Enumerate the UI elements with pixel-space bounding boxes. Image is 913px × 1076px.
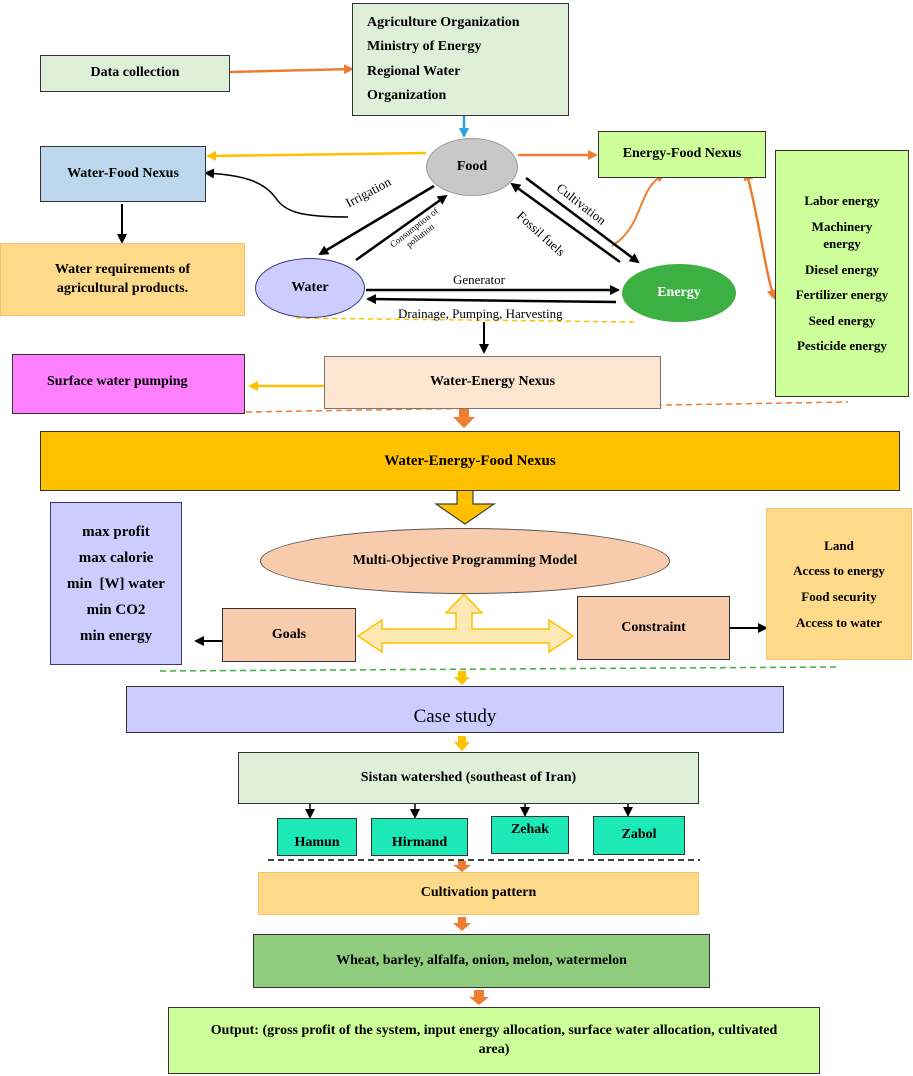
arrow-data-to-orgs	[229, 64, 354, 75]
cultivation-pattern-label: Cultivation pattern	[420, 885, 537, 901]
arrow-irrigation-to-wf	[204, 168, 349, 218]
data-collection-box: Data collection	[40, 55, 230, 92]
region-hamun: Hamun	[277, 818, 357, 856]
region-zabol: Zabol	[593, 816, 685, 855]
region-zehak: Zehak	[491, 816, 569, 854]
surface-water-pumping-label: Surface water pumping	[47, 374, 188, 389]
arrow-energy-to-water	[366, 294, 617, 305]
region-hirmand: Hirmand	[371, 818, 468, 856]
region-label: Hirmand	[391, 835, 448, 851]
water-energy-nexus-label: Water-Energy Nexus	[429, 374, 556, 390]
water-label: Water	[291, 280, 329, 295]
goals-box: Goals	[222, 608, 356, 662]
arrow-food-to-water	[318, 184, 435, 256]
energy-item: Labor energy	[804, 193, 880, 209]
water-food-nexus-box: Water-Food Nexus	[40, 146, 206, 202]
arrow-food-to-energy	[525, 177, 640, 264]
constraint-label: Constraint	[621, 619, 686, 635]
food-node: Food	[426, 138, 518, 196]
energy-item: Diesel energy	[804, 261, 879, 277]
org-item: Agriculture Organization	[367, 14, 520, 30]
constraint-item: Access to energy	[793, 563, 885, 579]
small-arrow-to-output	[469, 990, 489, 1005]
dashed-separator-green	[159, 666, 841, 672]
region-label: Zehak	[510, 822, 550, 837]
goal-item: max calorie	[78, 549, 154, 566]
block-arrow-to-wef	[453, 404, 475, 428]
org-item: Organization	[367, 88, 447, 103]
water-energy-nexus-box: Water-Energy Nexus	[324, 356, 661, 409]
crops-box: Wheat, barley, alfalfa, onion, melon, wa…	[253, 934, 710, 988]
arrow-energy-to-food	[510, 182, 621, 264]
wef-nexus-box: Water-Energy-Food Nexus	[40, 431, 900, 491]
goal-items-box: max profit max calorie min [W] water min…	[50, 502, 182, 665]
model-title: Multi-Objective Programming Model	[352, 553, 578, 568]
block-arrow-wef-to-model	[434, 489, 496, 525]
goal-item: min CO2	[86, 601, 146, 618]
constraint-item: Food security	[801, 589, 877, 604]
energy-item: Seed energy	[808, 312, 876, 328]
energy-node: Energy	[622, 264, 736, 322]
goal-item: min energy	[79, 627, 153, 644]
energy-food-nexus-box: Energy-Food Nexus	[598, 131, 766, 178]
region-label: Zabol	[621, 827, 657, 843]
crops-label: Wheat, barley, alfalfa, onion, melon, wa…	[336, 952, 627, 968]
watershed-label: Sistan watershed (southeast of Iran)	[360, 769, 577, 785]
constraint-item: Access to water	[796, 614, 882, 630]
constraint-item: Land	[824, 537, 854, 553]
case-study-box: Case study	[126, 686, 784, 733]
constraint-box: Constraint	[577, 596, 730, 660]
surface-water-pumping-box: Surface water pumping	[12, 354, 245, 414]
constraint-items-box: Land Access to energy Food security Acce…	[766, 508, 912, 660]
energy-item: Pesticide energy	[797, 338, 887, 354]
goals-label: Goals	[271, 626, 307, 642]
energy-item: Fertilizer energy	[795, 287, 889, 303]
goal-item: min [W] water	[67, 575, 165, 592]
energy-items-box: Labor energy Machinery energy Diesel ene…	[775, 150, 909, 397]
org-item: Regional Water	[367, 63, 461, 79]
goal-item: max profit	[82, 523, 150, 540]
output-label: Output: (gross profit of the system, inp…	[210, 1022, 778, 1057]
organizations-box: Agriculture Organization Ministry of Ene…	[352, 3, 569, 116]
water-node: Water	[255, 258, 365, 318]
output-box: Output: (gross profit of the system, inp…	[168, 1007, 820, 1074]
wef-nexus-label: Water-Energy-Food Nexus	[384, 452, 556, 469]
small-arrow-to-watershed	[454, 736, 470, 751]
water-requirements-label: Water requirements of agricultural produ…	[54, 261, 191, 296]
cultivation-pattern-box: Cultivation pattern	[258, 872, 699, 915]
data-collection-label: Data collection	[90, 65, 180, 81]
generator-label: Generator	[453, 272, 505, 287]
small-arrow-to-case	[454, 671, 470, 685]
small-arrow-to-cultivation	[453, 861, 471, 872]
dashed-separator-triangle	[295, 317, 637, 323]
arrow-water-to-food	[355, 194, 448, 262]
watershed-box: Sistan watershed (southeast of Iran)	[238, 752, 699, 804]
small-arrow-to-crops	[453, 917, 471, 931]
drainage-label: Drainage, Pumping, Harvesting	[398, 306, 563, 321]
cross-arrow	[356, 592, 575, 654]
arrow-cultivation-to-ef	[611, 173, 666, 247]
region-label: Hamun	[294, 835, 340, 851]
arrow-ef-to-energy-items	[743, 170, 777, 300]
case-study-label: Case study	[413, 705, 497, 727]
energy-food-nexus-label: Energy-Food Nexus	[622, 146, 742, 162]
energy-item: Machinery energy	[811, 218, 873, 252]
water-food-nexus-label: Water-Food Nexus	[67, 165, 179, 181]
model-ellipse: Multi-Objective Programming Model	[260, 528, 670, 594]
arrow-food-to-wf-nexus	[206, 150, 427, 161]
food-label: Food	[456, 159, 488, 174]
energy-label: Energy	[657, 285, 701, 300]
water-requirements-box: Water requirements of agricultural produ…	[0, 243, 245, 316]
org-item: Ministry of Energy	[367, 39, 482, 54]
